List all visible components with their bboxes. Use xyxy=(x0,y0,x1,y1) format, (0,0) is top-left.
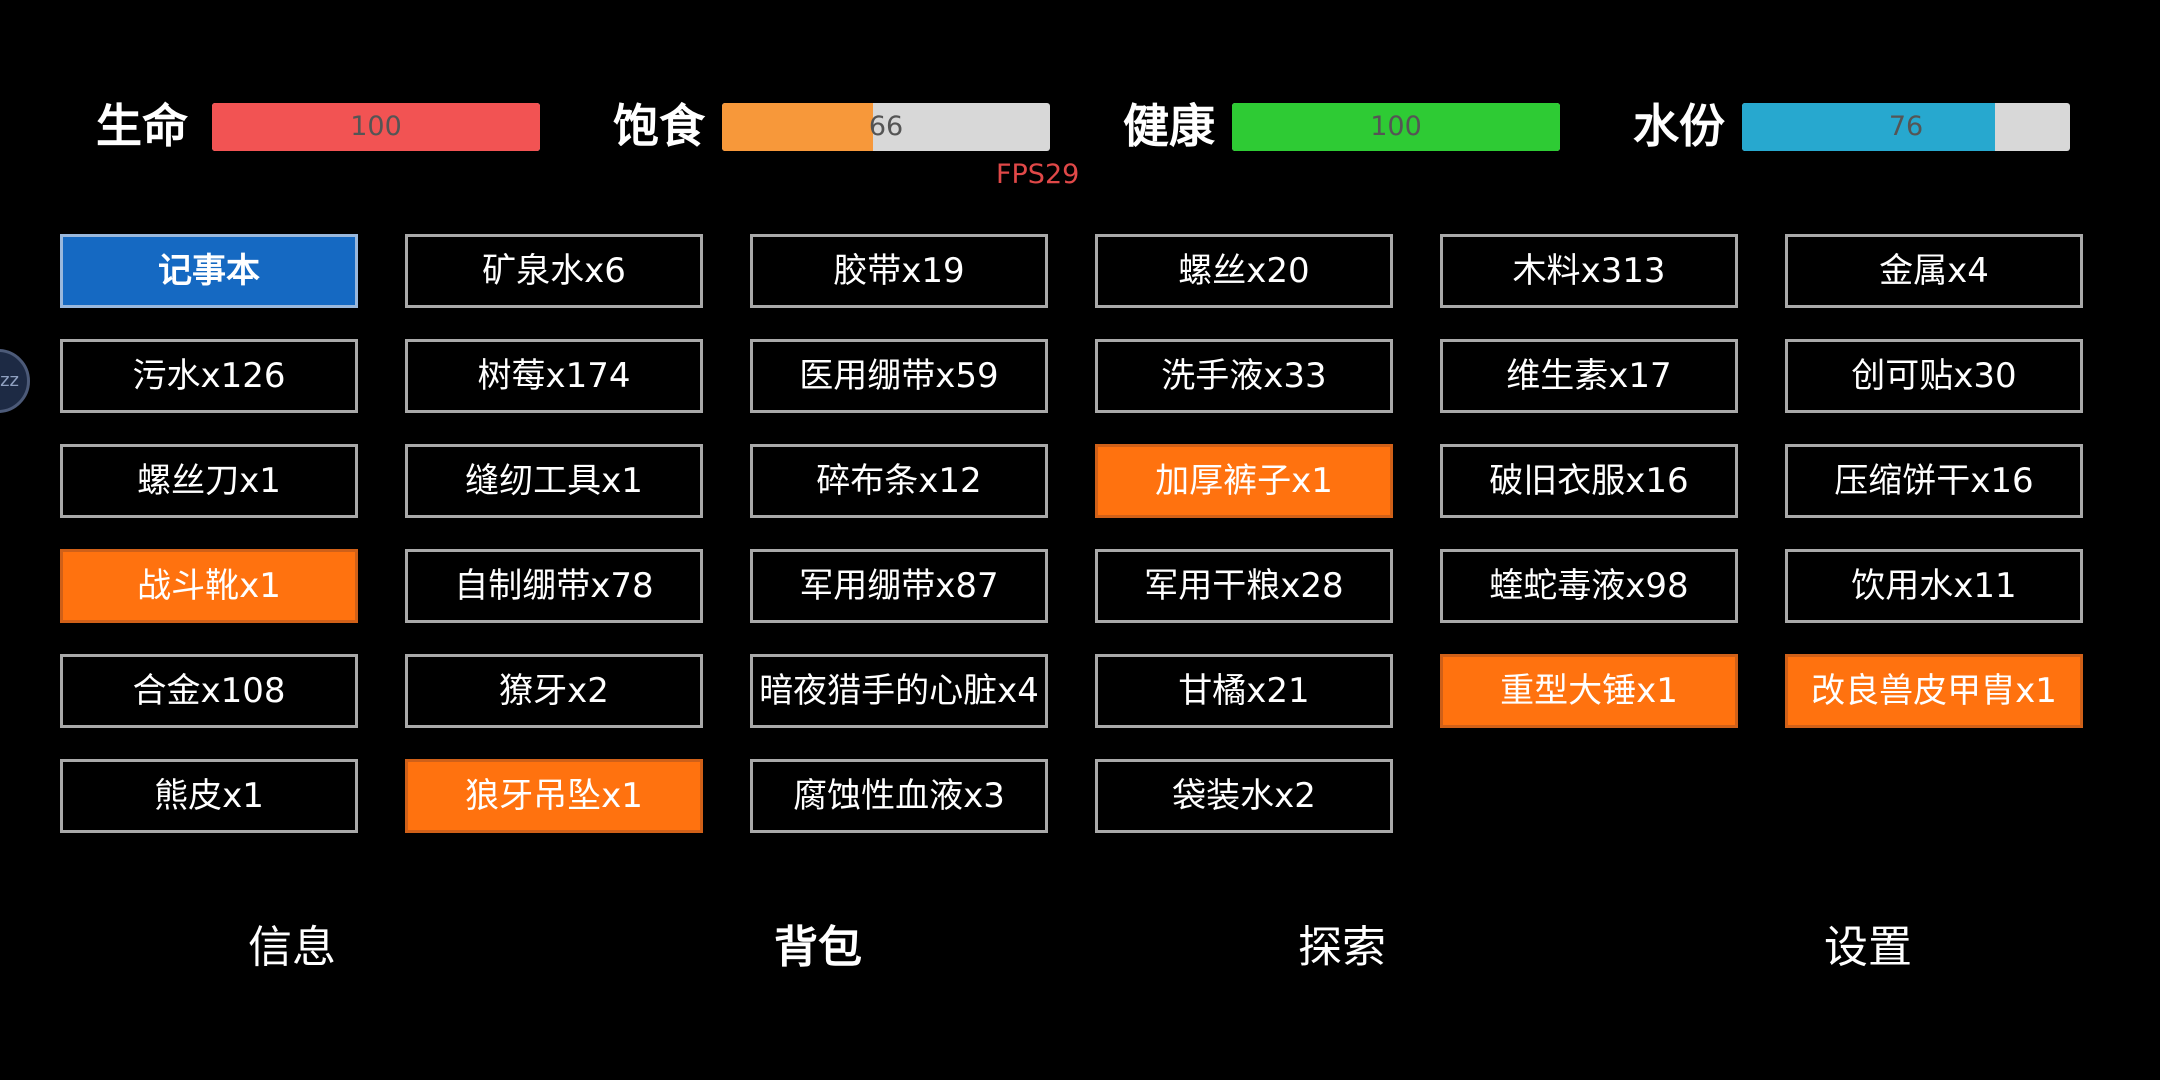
satiety-bar: 66 xyxy=(722,103,1050,151)
inventory-item[interactable]: 改良兽皮甲胄x1 xyxy=(1785,654,2083,728)
satiety-bar-fill xyxy=(722,103,873,151)
inventory-item[interactable]: 树莓x174 xyxy=(405,339,703,413)
life-bar: 100 xyxy=(212,103,540,151)
water-bar-fill xyxy=(1742,103,1995,151)
inventory-item[interactable]: 饮用水x11 xyxy=(1785,549,2083,623)
inventory-item[interactable]: 记事本 xyxy=(60,234,358,308)
inventory-item[interactable]: 暗夜猎手的心脏x4 xyxy=(750,654,1048,728)
inventory-item[interactable]: 狼牙吊坠x1 xyxy=(405,759,703,833)
inventory-item[interactable]: 腐蚀性血液x3 xyxy=(750,759,1048,833)
inventory-item[interactable]: 洗手液x33 xyxy=(1095,339,1393,413)
inventory-item[interactable]: 熊皮x1 xyxy=(60,759,358,833)
inventory-item[interactable]: 木料x313 xyxy=(1440,234,1738,308)
inventory-item[interactable]: 螺丝x20 xyxy=(1095,234,1393,308)
life-bar-fill xyxy=(212,103,540,151)
stat-water-label: 水份 xyxy=(1633,99,1725,153)
inventory-item[interactable]: 缝纫工具x1 xyxy=(405,444,703,518)
inventory-item[interactable]: 矿泉水x6 xyxy=(405,234,703,308)
water-bar: 76 xyxy=(1742,103,2070,151)
inventory-item[interactable]: 维生素x17 xyxy=(1440,339,1738,413)
inventory-item[interactable]: 碎布条x12 xyxy=(750,444,1048,518)
inventory-item[interactable]: 獠牙x2 xyxy=(405,654,703,728)
inventory-item[interactable]: 污水x126 xyxy=(60,339,358,413)
stat-satiety-label: 饱食 xyxy=(613,99,705,153)
nav-info-button[interactable]: 信息 xyxy=(248,922,336,973)
inventory-item[interactable]: 螺丝刀x1 xyxy=(60,444,358,518)
satiety-value: 66 xyxy=(868,111,904,142)
floating-ball-icon[interactable]: zz xyxy=(0,349,30,413)
inventory-item[interactable]: 创可贴x30 xyxy=(1785,339,2083,413)
water-value: 76 xyxy=(1888,111,1924,142)
health-bar: 100 xyxy=(1232,103,1560,151)
inventory-item[interactable]: 加厚裤子x1 xyxy=(1095,444,1393,518)
inventory-item[interactable]: 战斗靴x1 xyxy=(60,549,358,623)
health-bar-fill xyxy=(1232,103,1560,151)
inventory-item[interactable]: 蝰蛇毒液x98 xyxy=(1440,549,1738,623)
inventory-item[interactable]: 合金x108 xyxy=(60,654,358,728)
inventory-item[interactable]: 袋装水x2 xyxy=(1095,759,1393,833)
inventory-item[interactable]: 重型大锤x1 xyxy=(1440,654,1738,728)
fps-counter: FPS29 xyxy=(996,159,1080,190)
inventory-item[interactable]: 甘橘x21 xyxy=(1095,654,1393,728)
stat-health-label: 健康 xyxy=(1123,99,1215,153)
inventory-item[interactable]: 压缩饼干x16 xyxy=(1785,444,2083,518)
nav-settings-button[interactable]: 设置 xyxy=(1824,922,1912,973)
stat-life-label: 生命 xyxy=(96,99,188,153)
inventory-item[interactable]: 自制绷带x78 xyxy=(405,549,703,623)
life-value: 100 xyxy=(350,111,402,142)
inventory-item[interactable]: 军用干粮x28 xyxy=(1095,549,1393,623)
inventory-item[interactable]: 破旧衣服x16 xyxy=(1440,444,1738,518)
nav-backpack-button[interactable]: 背包 xyxy=(774,922,862,973)
nav-explore-button[interactable]: 探索 xyxy=(1298,922,1386,973)
inventory-item[interactable]: 军用绷带x87 xyxy=(750,549,1048,623)
inventory-item[interactable]: 金属x4 xyxy=(1785,234,2083,308)
health-value: 100 xyxy=(1370,111,1422,142)
inventory-item[interactable]: 医用绷带x59 xyxy=(750,339,1048,413)
inventory-item[interactable]: 胶带x19 xyxy=(750,234,1048,308)
